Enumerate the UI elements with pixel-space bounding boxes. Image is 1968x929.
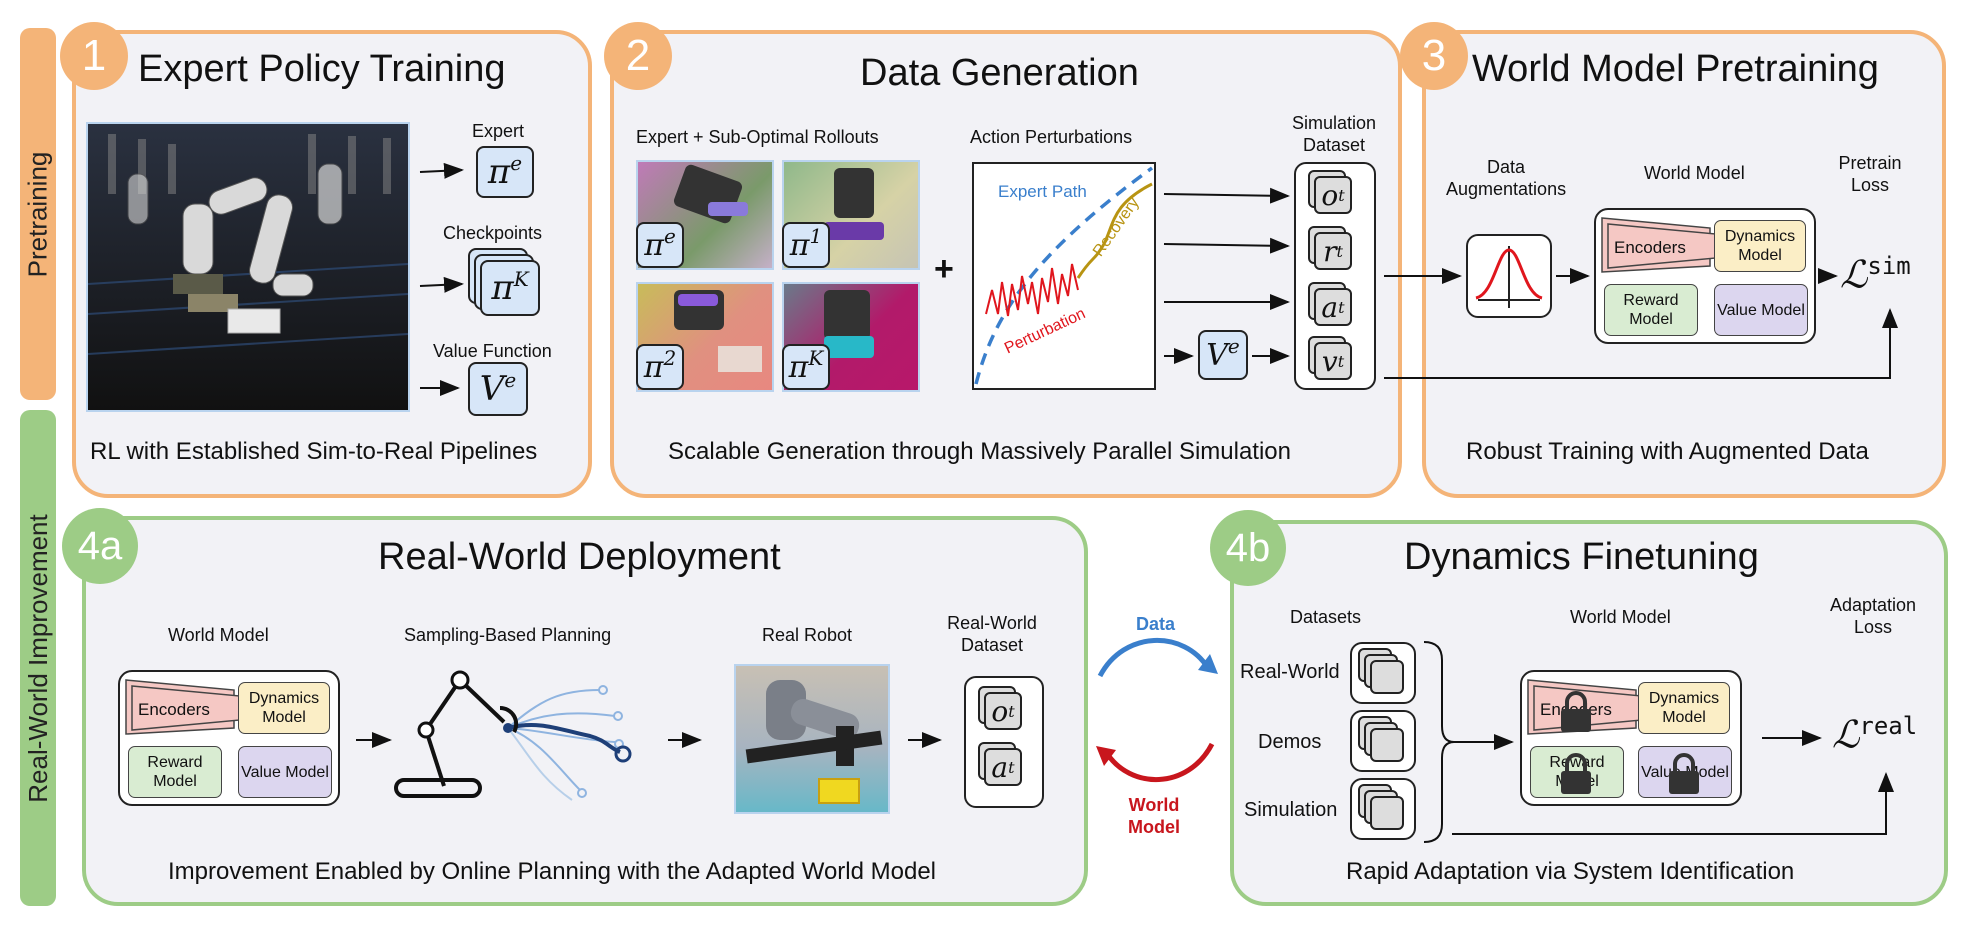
encoders-shape-3 <box>1601 217 1717 273</box>
panel3-badge: 3 <box>1400 22 1468 90</box>
encoders-label-3: Encoders <box>1614 238 1686 257</box>
datasets-label: Datasets <box>1290 607 1362 627</box>
value-function-label: Value Function <box>433 341 552 361</box>
world-model-label-4a: World Model <box>168 625 269 645</box>
source-simulation: Simulation <box>1244 799 1338 821</box>
source-demos: Demos <box>1258 731 1322 753</box>
expert-label: Expert <box>472 121 525 141</box>
side-tab-pretraining: Pretraining <box>20 28 56 400</box>
side-tab-pretraining-label: Pretraining <box>22 151 53 277</box>
panel4b-badge: 4b <box>1210 510 1286 586</box>
perturbation-plot: Expert Path Recovery Perturbation <box>972 162 1156 390</box>
encoders-label-4a: Encoders <box>138 700 210 719</box>
panel3-title: World Model Pretraining <box>1472 48 1879 90</box>
plus-sign: + <box>934 250 954 288</box>
panel1-caption: RL with Established Sim-to-Real Pipeline… <box>90 438 538 465</box>
dynamics-model-3: Dynamics Model <box>1714 220 1806 272</box>
stack-tile <box>1370 796 1404 830</box>
sim-training-image <box>86 122 410 412</box>
dataset-stack-demos <box>1350 710 1416 772</box>
dynamics-model-4b: Dynamics Model <box>1638 682 1730 734</box>
side-tab-real-world-label: Real-World Improvement <box>22 513 53 803</box>
sim-dataset-label: Simulation Dataset <box>1291 113 1377 155</box>
value-model-3: Value Model <box>1714 284 1808 336</box>
real-robot-image <box>734 664 890 814</box>
dynamics-model-4a: Dynamics Model <box>238 682 330 734</box>
side-tab-real-world: Real-World Improvement <box>20 410 56 906</box>
connector-world-model-label: World Model <box>1128 795 1180 837</box>
dataset-stack-simulation <box>1350 778 1416 840</box>
panel4a-caption: Improvement Enabled by Online Planning w… <box>168 858 937 885</box>
lock-icon <box>1561 753 1591 794</box>
data-loop-arrows <box>1096 637 1218 783</box>
augmentations-label: Data Augmentations <box>1446 157 1567 199</box>
stack-tile <box>1370 660 1404 694</box>
augmentation-gaussian-box <box>1466 234 1552 318</box>
lock-icon <box>1561 691 1591 732</box>
value-model-4a: Value Model <box>238 746 332 798</box>
connector-data-label: Data <box>1136 614 1176 634</box>
rollouts-label: Expert + Sub-Optimal Rollouts <box>636 127 879 147</box>
perturbations-label: Action Perturbations <box>970 127 1133 147</box>
expert-path-label: Expert Path <box>998 182 1087 201</box>
panel2-caption: Scalable Generation through Massively Pa… <box>668 438 1291 465</box>
panel4b-title: Dynamics Finetuning <box>1404 536 1759 578</box>
source-real-world: Real-World <box>1240 661 1340 683</box>
dataset-stack-real-world <box>1350 642 1416 704</box>
adaptation-loss-symbol: ℒreal <box>1832 712 1918 757</box>
panel1-badge: 1 <box>60 22 128 90</box>
real-world-dataset-label: Real-World Dataset <box>947 613 1037 655</box>
panel4b-caption: Rapid Adaptation via System Identificati… <box>1346 858 1795 885</box>
sim-robots-illustration <box>88 124 408 410</box>
planning-label: Sampling-Based Planning <box>404 625 612 645</box>
adaptation-loss-label: Adaptation Loss <box>1829 595 1917 637</box>
lock-icon <box>1669 753 1699 794</box>
stack-tile <box>1370 728 1404 762</box>
pretrain-loss-label: Pretrain Loss <box>1838 153 1902 195</box>
reward-model-4a: Reward Model <box>128 746 222 798</box>
rollout-image-k <box>782 282 920 392</box>
panel2-badge: 2 <box>604 22 672 90</box>
world-model-label-4b: World Model <box>1570 607 1671 627</box>
world-model-label-3: World Model <box>1644 163 1745 183</box>
panel4a-title: Real-World Deployment <box>378 536 781 578</box>
planning-arm-illustration <box>394 670 632 801</box>
panel3-caption: Robust Training with Augmented Data <box>1466 438 1869 465</box>
panel1-title: Expert Policy Training <box>138 48 506 90</box>
reward-model-3: Reward Model <box>1604 284 1698 336</box>
panel2-title: Data Generation <box>860 52 1139 94</box>
panel4a-badge: 4a <box>62 508 138 584</box>
pretrain-loss-symbol: ℒsim <box>1840 252 1911 297</box>
real-robot-label: Real Robot <box>762 625 853 645</box>
checkpoints-label: Checkpoints <box>443 223 543 243</box>
